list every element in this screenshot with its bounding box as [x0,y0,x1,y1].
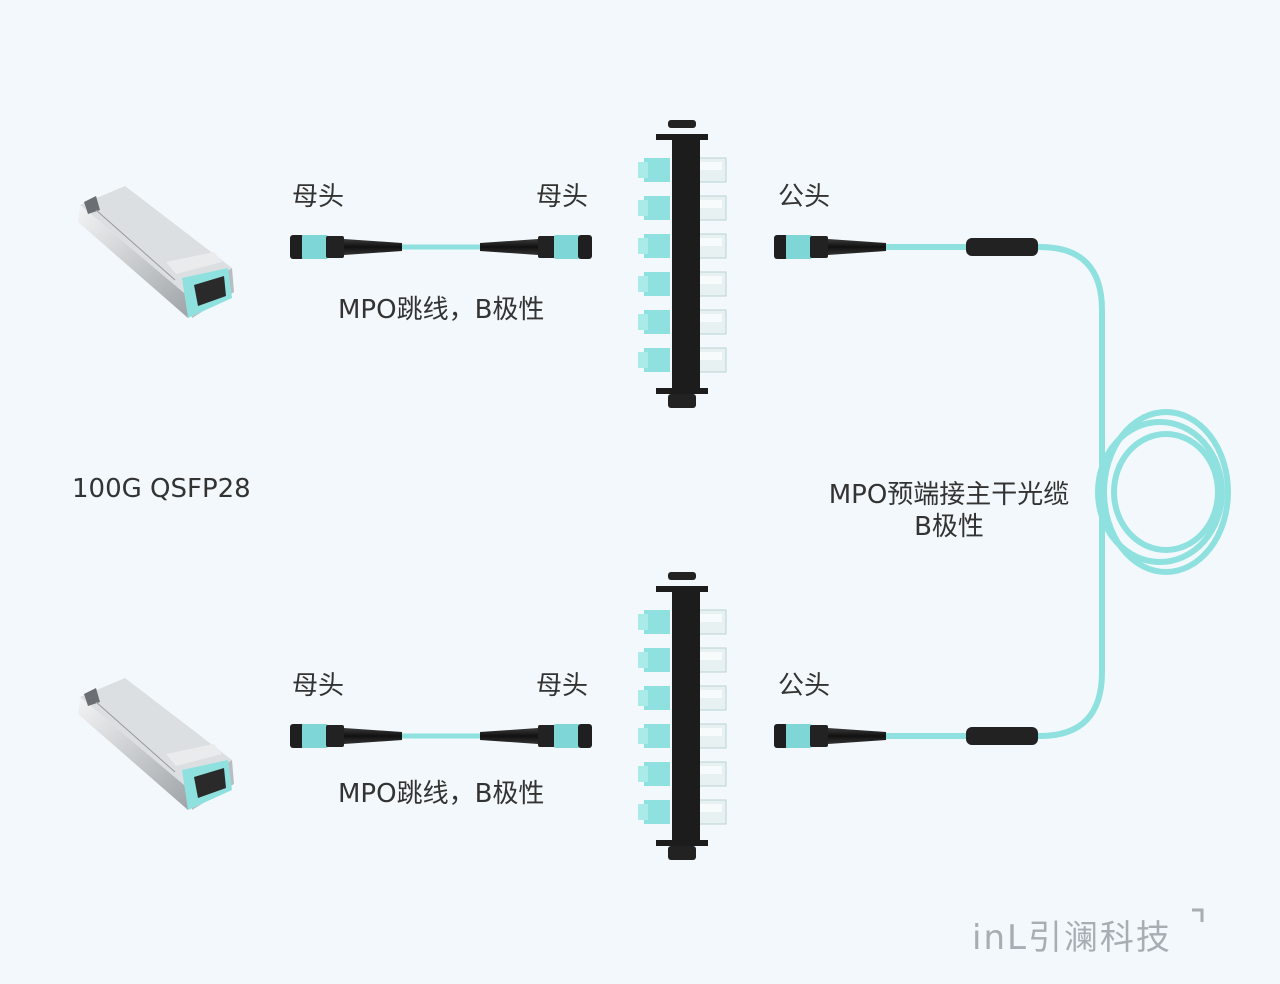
bottom-right-female-label: 母头 [536,671,589,701]
qsfp28-transceiver-top [77,185,235,319]
bottom-left-female-label: 母头 [292,671,345,701]
transceiver-label: 100G QSFP28 [72,474,251,504]
bottom-mpo-patch-cord [290,724,592,748]
top-mpo-patch-cord [290,235,592,259]
bottom-patch-caption: MPO跳线，B极性 [338,779,545,809]
mpo-trunk-cable [774,235,1231,748]
top-male-label: 公头 [778,182,831,212]
trunk-caption-line2: B极性 [914,512,984,542]
top-left-female-label: 母头 [292,182,345,212]
company-logo: inL引澜科技 [972,918,1172,958]
logo-accent-icon [1192,908,1204,922]
bottom-mpo-adapter-panel [637,572,727,860]
top-mpo-adapter-panel [637,120,727,408]
trunk-caption-line1: MPO预端接主干光缆 [828,480,1070,510]
qsfp28-transceiver-bottom [77,677,235,811]
top-patch-caption: MPO跳线，B极性 [338,295,545,325]
bottom-male-label: 公头 [778,671,831,701]
top-right-female-label: 母头 [536,182,589,212]
